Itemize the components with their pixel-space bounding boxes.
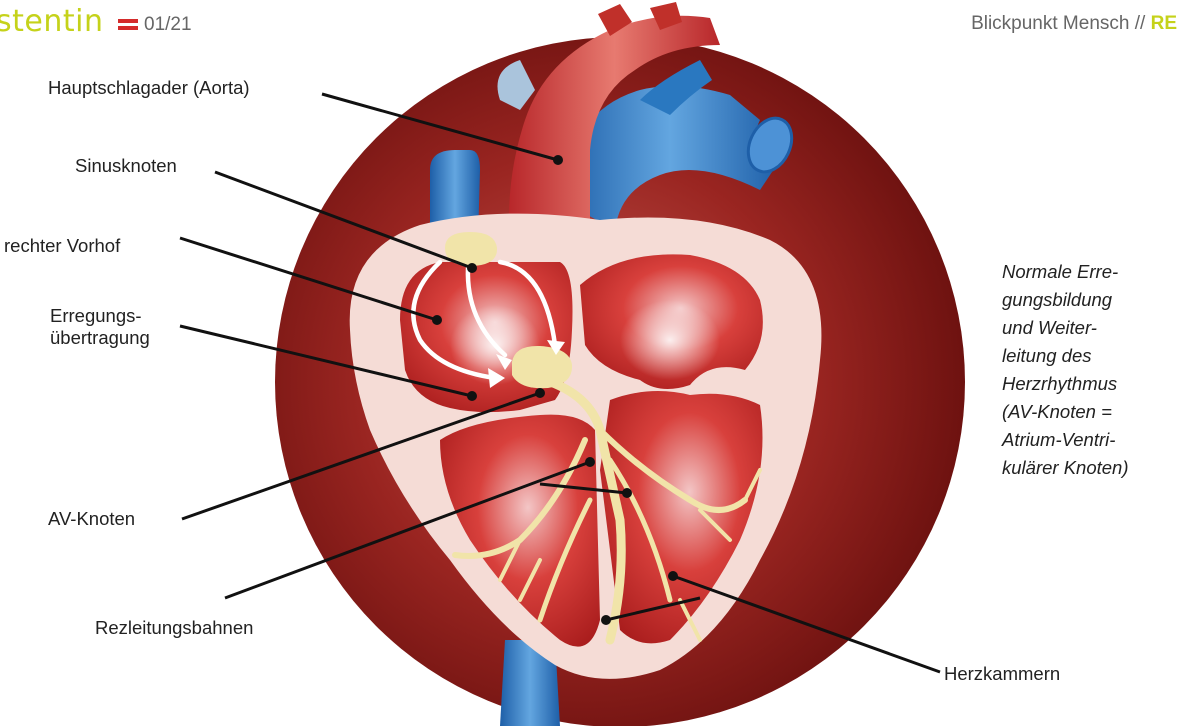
- dot-sinus: [467, 263, 477, 273]
- dot-vorhof: [432, 315, 442, 325]
- label-erregung: Erregungs- übertragung: [50, 305, 150, 349]
- caption-line: gungsbildung: [1002, 286, 1183, 314]
- label-kammern: Herzkammern: [944, 663, 1060, 685]
- label-sinus: Sinusknoten: [75, 155, 177, 177]
- dot-aorta: [553, 155, 563, 165]
- av-node: [512, 346, 572, 388]
- caption-line: Herzrhythmus: [1002, 370, 1183, 398]
- label-erregung-line1: Erregungs-: [50, 305, 150, 327]
- caption-line: Normale Erre-: [1002, 258, 1183, 286]
- dot-bahnen: [585, 457, 595, 467]
- caption-line: (AV-Knoten =: [1002, 398, 1183, 426]
- figure-caption: Normale Erre- gungsbildung und Weiter- l…: [1002, 258, 1183, 482]
- caption-line: kulärer Knoten): [1002, 454, 1183, 482]
- ventricle-glow: [620, 300, 720, 380]
- caption-line: Atrium-Ventri-: [1002, 426, 1183, 454]
- label-erregung-line2: übertragung: [50, 327, 150, 349]
- dot-erregung: [467, 391, 477, 401]
- dot-av: [535, 388, 545, 398]
- caption-line: und Weiter-: [1002, 314, 1183, 342]
- dot-bahnen-b: [622, 488, 632, 498]
- label-av: AV-Knoten: [48, 508, 135, 530]
- dot-kammern: [668, 571, 678, 581]
- dot-kammern-b: [601, 615, 611, 625]
- label-bahnen: Rezleitungsbahnen: [95, 617, 253, 639]
- label-aorta: Hauptschlagader (Aorta): [48, 77, 250, 99]
- caption-line: leitung des: [1002, 342, 1183, 370]
- label-vorhof: rechter Vorhof: [4, 235, 120, 257]
